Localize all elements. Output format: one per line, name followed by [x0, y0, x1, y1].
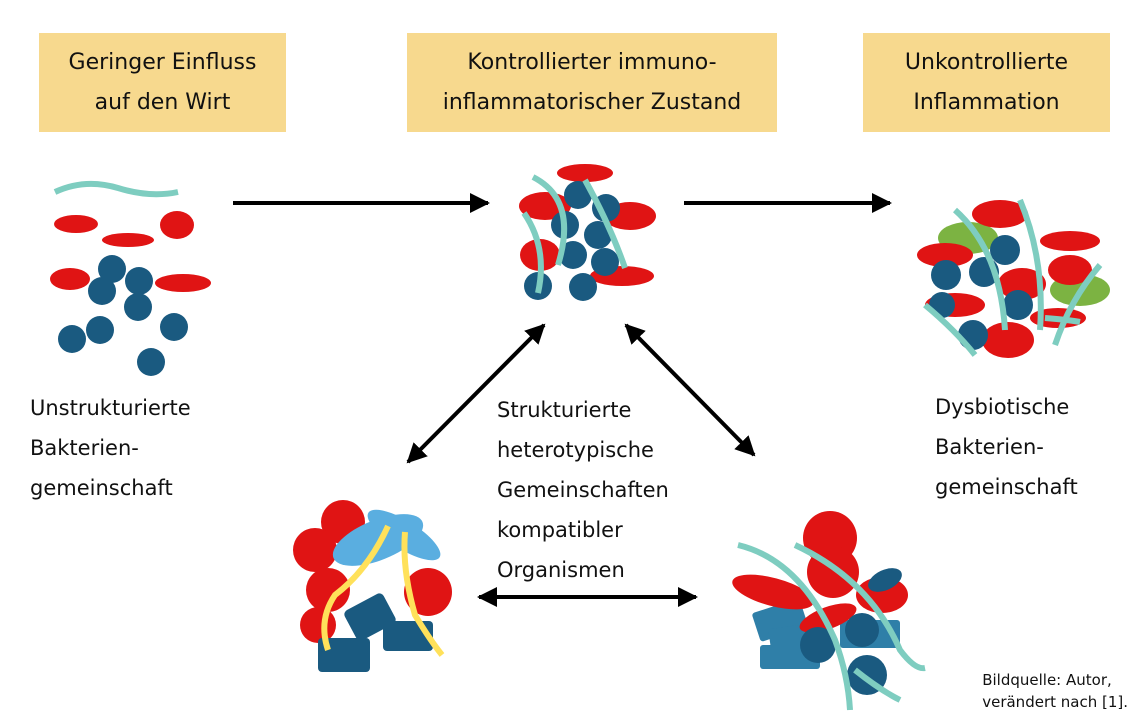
arrow-bottomright-to-middle [624, 323, 756, 457]
header-controlled-line2: inflammatorischer Zustand [442, 89, 742, 115]
header-low-impact-line2: auf den Wirt [94, 89, 231, 115]
header-low-impact-line1: Geringer Einfluss [68, 49, 257, 75]
cluster-dysbiotic [917, 198, 1110, 358]
caption-structured-line: Organismen [497, 558, 625, 582]
caption-dysbiotic-line: Bakterien- [935, 435, 1044, 459]
header-uncontrolled-inflammation: Unkontrollierte Inflammation [863, 33, 1110, 132]
caption-unstructured-line: gemeinschaft [30, 476, 173, 500]
header-low-impact: Geringer Einfluss auf den Wirt [39, 33, 286, 132]
header-uncontrolled-line2: Inflammation [913, 89, 1060, 115]
cluster-structured-left [293, 500, 452, 672]
image-credit: Bildquelle: Autor, verändert nach [1]. [982, 669, 1128, 713]
caption-dysbiotic-line: Dysbiotische [935, 395, 1070, 419]
caption-unstructured-line: Unstrukturierte [30, 396, 191, 420]
caption-dysbiotic-line: gemeinschaft [935, 475, 1078, 499]
cluster-structured-right [732, 511, 926, 711]
cluster-unstructured [50, 180, 211, 376]
image-credit-line2: verändert nach [1]. [982, 693, 1128, 711]
arrow-bottomleft-to-middle [406, 323, 546, 464]
caption-unstructured-line: Bakterien- [30, 436, 139, 460]
caption-structured-line: kompatibler [497, 518, 623, 542]
header-controlled-state: Kontrollierter immuno- inflammatorischer… [407, 33, 777, 132]
cluster-controlled [519, 164, 656, 301]
caption-structured-line: heterotypische [497, 438, 654, 462]
caption-structured-line: Strukturierte [497, 398, 632, 422]
caption-unstructured: Unstrukturierte Bakterien- gemeinschaft [30, 388, 191, 508]
caption-structured: Strukturierte heterotypische Gemeinschaf… [497, 390, 669, 590]
caption-structured-line: Gemeinschaften [497, 478, 669, 502]
image-credit-line1: Bildquelle: Autor, [982, 671, 1112, 689]
header-uncontrolled-line1: Unkontrollierte [904, 49, 1069, 75]
caption-dysbiotic: Dysbiotische Bakterien- gemeinschaft [935, 387, 1078, 507]
header-controlled-line1: Kontrollierter immuno- [467, 49, 717, 75]
